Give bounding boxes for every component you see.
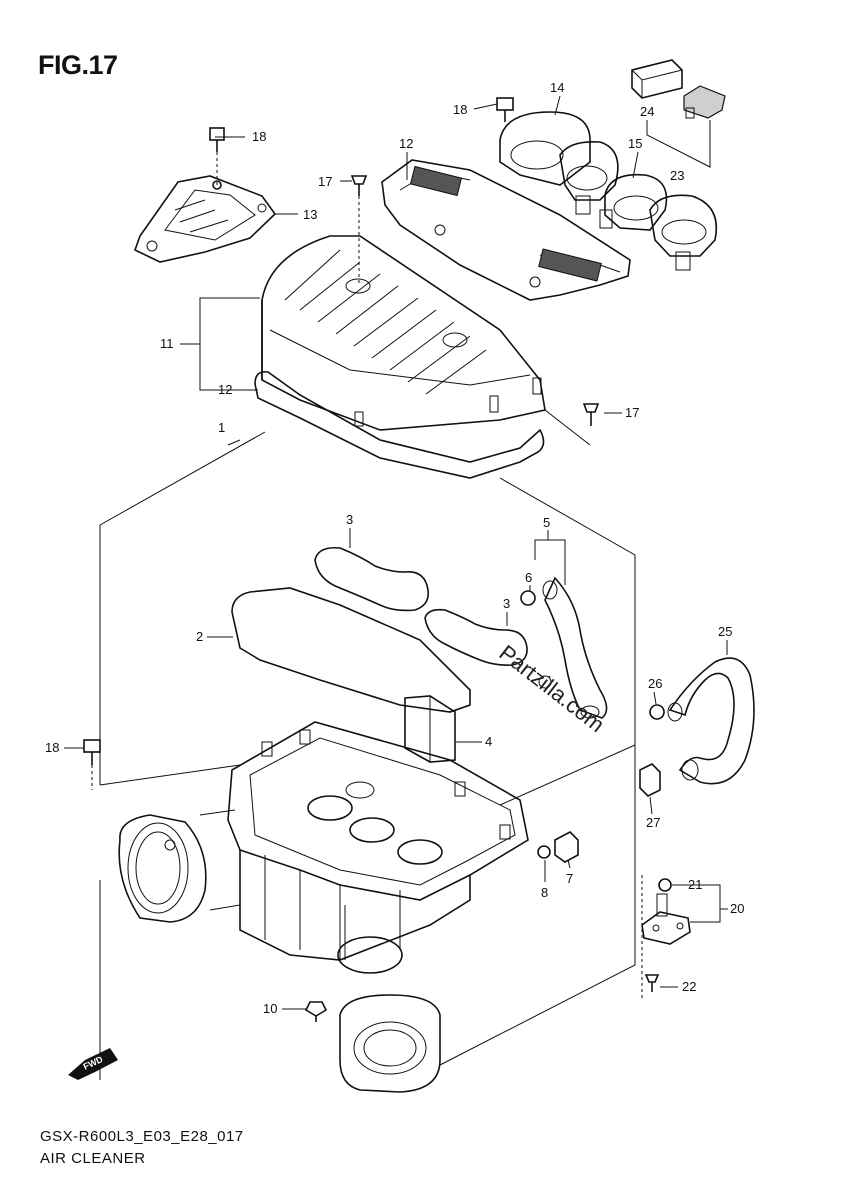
part-15-funnel <box>499 111 619 215</box>
part-5-drain-hose <box>542 576 608 719</box>
callout-17-top: 17 <box>318 174 332 189</box>
callout-3-a: 3 <box>346 512 353 527</box>
callout-26: 26 <box>648 676 662 691</box>
part-25-hose <box>667 657 755 785</box>
part-2-gasket <box>231 587 471 713</box>
part-18-bolt-mid <box>83 739 101 790</box>
callout-6: 6 <box>525 570 532 585</box>
callout-10: 10 <box>263 1001 277 1016</box>
air-cleaner-case <box>227 721 529 974</box>
callout-3-b: 3 <box>503 596 510 611</box>
callout-4: 4 <box>485 734 492 749</box>
callout-19: 18 <box>252 129 266 144</box>
callout-11: 11 <box>160 336 174 351</box>
callout-7: 7 <box>566 871 573 886</box>
part-3-gasket-b <box>424 608 528 666</box>
part-13-bracket <box>134 175 277 263</box>
part-21-o-ring <box>658 878 672 892</box>
callout-14: 12 <box>399 136 413 151</box>
assembly-box-1 <box>99 431 636 1080</box>
leader-24-23 <box>646 120 711 168</box>
callout-1: 1 <box>218 420 225 435</box>
callout-21: 21 <box>688 877 702 892</box>
callout-8: 8 <box>541 885 548 900</box>
part-19-bolt <box>209 127 225 190</box>
callout-25: 25 <box>718 624 732 639</box>
part-20-sensor <box>641 893 691 945</box>
callout-27: 27 <box>646 815 660 830</box>
callout-12: 12 <box>218 382 232 397</box>
part-7-cap <box>554 831 579 863</box>
callout-20: 20 <box>730 901 744 916</box>
callout-2: 2 <box>196 629 203 644</box>
callout-15: 14 <box>550 80 564 95</box>
part-17-screw-top <box>350 175 368 284</box>
leader-20-21 <box>680 884 721 923</box>
figure-title: FIG.17 <box>38 50 118 80</box>
leader-11-12 <box>199 297 260 391</box>
part-17-screw-right <box>582 403 600 426</box>
leader-5 <box>534 539 566 585</box>
part-27-clamp <box>639 763 661 797</box>
part-11-cover <box>261 235 546 431</box>
intake-funnel-bottom <box>339 994 441 1093</box>
callout-13: 13 <box>303 207 317 222</box>
callout-group: 18 13 17 12 18 14 15 23 24 11 12 17 1 3 … <box>45 80 744 1016</box>
part-18-bolt-top <box>496 97 514 122</box>
callout-18-mid: 18 <box>45 740 59 755</box>
part-14-intake-duct <box>381 159 631 301</box>
callout-24: 24 <box>640 104 654 119</box>
callout-22: 22 <box>682 979 696 994</box>
callout-5: 5 <box>543 515 550 530</box>
part-8-clip <box>537 845 551 859</box>
part-12-gasket <box>254 370 545 479</box>
callout-17-right: 17 <box>625 405 639 420</box>
part-16-funnel <box>599 173 717 271</box>
part-22-screw <box>644 974 660 992</box>
part-4-element <box>404 695 456 763</box>
part-10-bolt <box>304 1001 328 1022</box>
fwd-arrow-icon: FWD <box>68 1048 118 1080</box>
callout-18-top: 18 <box>453 102 467 117</box>
part-6-clip <box>520 590 536 606</box>
callout-16: 15 <box>628 136 642 151</box>
part-23-connector <box>683 85 726 119</box>
part-3-gasket-a <box>314 546 430 612</box>
figure-code: GSX-R600L3_E03_E28_017 <box>40 1128 244 1145</box>
part-26-clamp <box>649 704 665 720</box>
intake-boot-left <box>118 809 241 923</box>
callout-23: 23 <box>670 168 684 183</box>
figure-name: AIR CLEANER <box>40 1150 146 1167</box>
part-24-sensor <box>631 59 683 99</box>
